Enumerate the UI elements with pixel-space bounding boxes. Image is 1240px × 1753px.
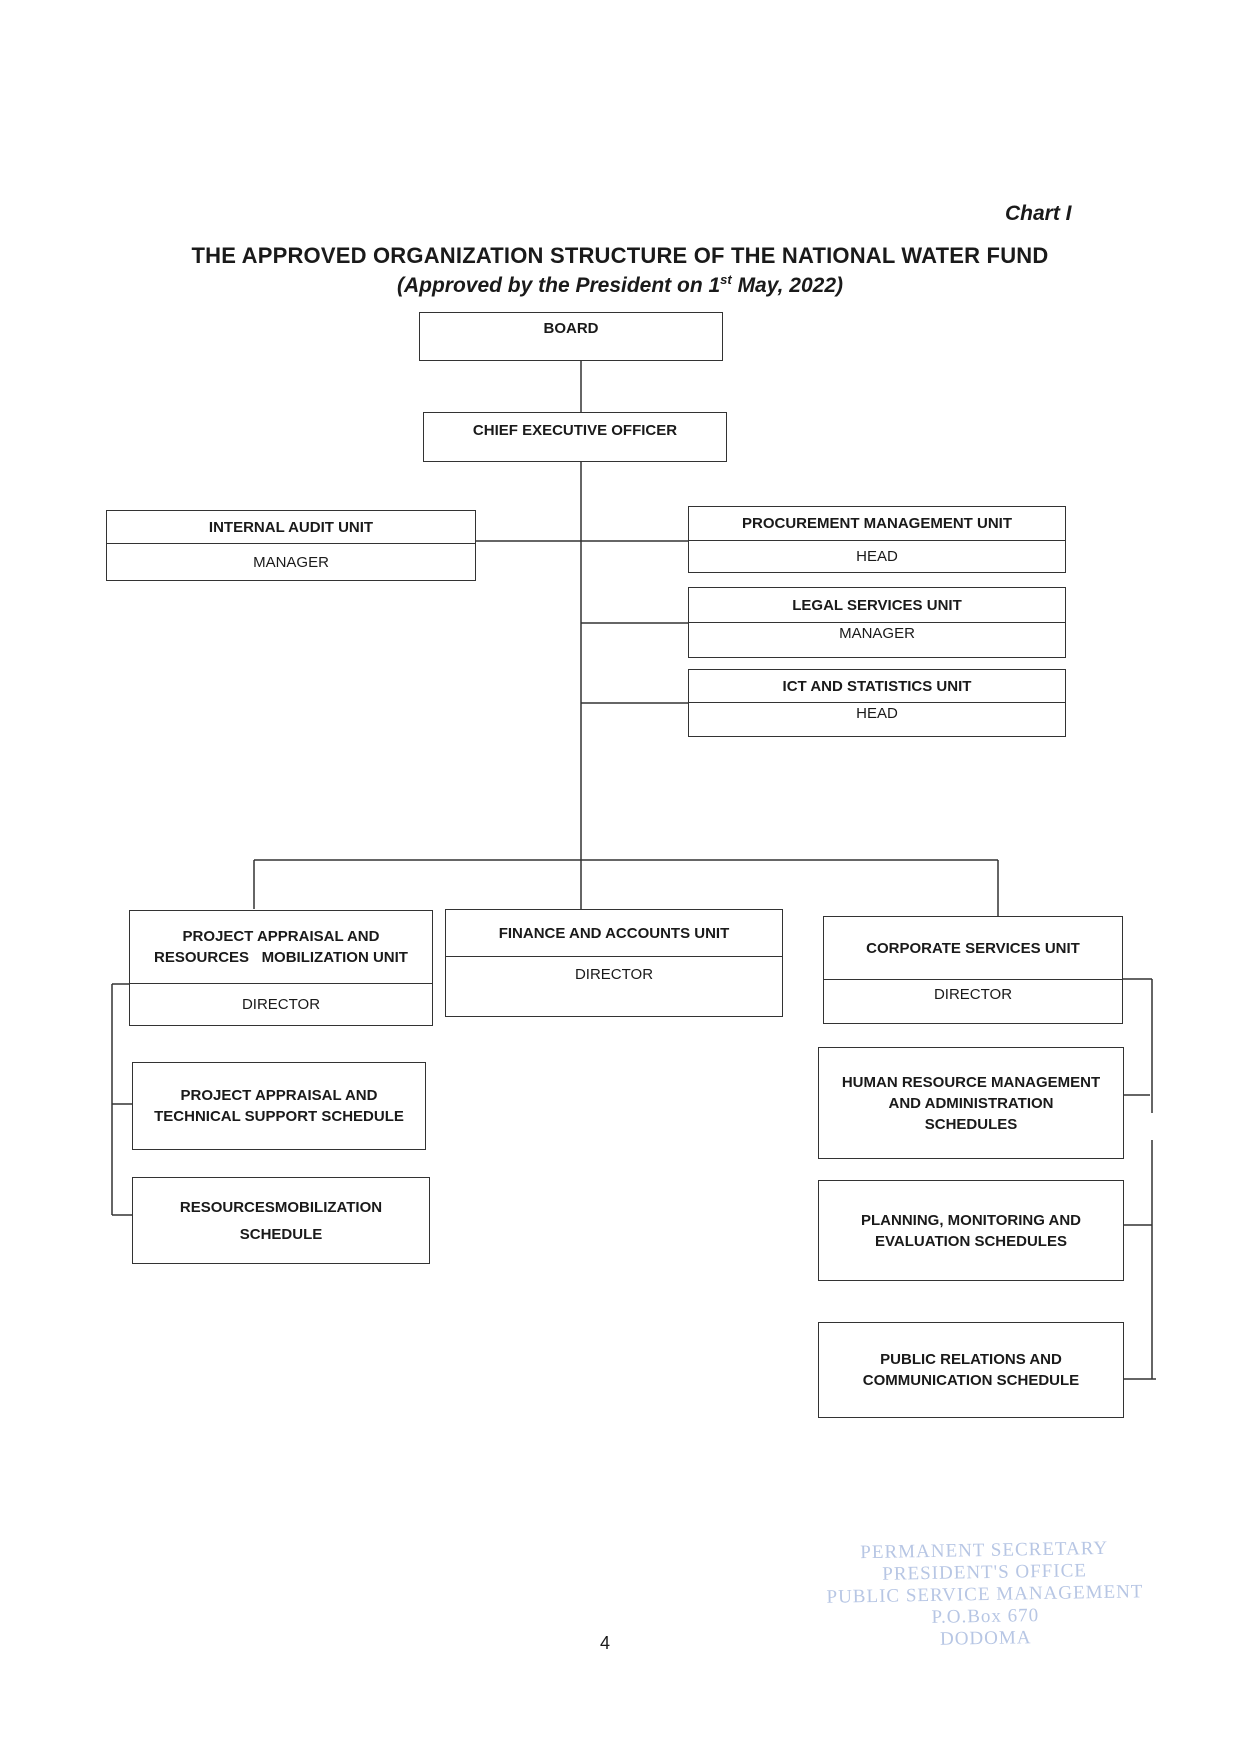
board-label: BOARD — [543, 319, 599, 337]
corporate-box: CORPORATE SERVICES UNIT DIRECTOR — [823, 916, 1123, 1024]
chart-number: Chart I — [1005, 202, 1072, 225]
ceo-label: CHIEF EXECUTIVE OFFICER — [472, 421, 678, 439]
internal-audit-box: INTERNAL AUDIT UNIT MANAGER — [106, 510, 476, 581]
project-appraisal-unit-name-line2: RESOURCES MOBILIZATION UNIT — [154, 949, 408, 966]
page-subtitle: (Approved by the President on 1st May, 2… — [120, 272, 1120, 298]
project-appraisal-unit-name-line1: PROJECT APPRAISAL AND — [182, 928, 380, 945]
legal-box: LEGAL SERVICES UNIT MANAGER — [688, 587, 1066, 658]
hr-admin-line2: AND ADMINISTRATION — [888, 1094, 1054, 1112]
resource-mobilization-schedule-box: RESOURCESMOBILIZATION SCHEDULE — [132, 1177, 430, 1264]
hr-admin-line1: HUMAN RESOURCE MANAGEMENT — [841, 1073, 1101, 1091]
procurement-name: PROCUREMENT MANAGEMENT UNIT — [742, 515, 1012, 532]
subtitle-superscript: st — [720, 272, 732, 287]
official-stamp: PERMANENT SECRETARY PRESIDENT'S OFFICE P… — [814, 1537, 1156, 1653]
ict-role: HEAD — [689, 702, 1065, 736]
corporate-role: DIRECTOR — [824, 979, 1122, 1023]
public-relations-line2: COMMUNICATION SCHEDULE — [862, 1372, 1080, 1389]
resource-mob-line1: RESOURCESMOBILIZATION — [179, 1198, 383, 1216]
legal-name: LEGAL SERVICES UNIT — [792, 596, 962, 614]
ict-box: ICT AND STATISTICS UNIT HEAD — [688, 669, 1066, 737]
planning-line1: PLANNING, MONITORING AND — [861, 1211, 1081, 1229]
pa-technical-schedule-box: PROJECT APPRAISAL AND TECHNICAL SUPPORT … — [132, 1062, 426, 1150]
hr-admin-line3: SCHEDULES — [924, 1115, 1018, 1133]
public-relations-line1: PUBLIC RELATIONS AND — [880, 1351, 1062, 1368]
resource-mob-line2: SCHEDULE — [239, 1225, 323, 1243]
pa-technical-line1: PROJECT APPRAISAL AND — [180, 1087, 378, 1104]
finance-box: FINANCE AND ACCOUNTS UNIT DIRECTOR — [445, 909, 783, 1017]
ceo-box: CHIEF EXECUTIVE OFFICER — [423, 412, 727, 462]
finance-role: DIRECTOR — [446, 956, 782, 1016]
project-appraisal-unit-name: PROJECT APPRAISAL AND RESOURCES MOBILIZA… — [130, 911, 432, 983]
planning-line2: EVALUATION SCHEDULES — [875, 1232, 1067, 1250]
page-title: THE APPROVED ORGANIZATION STRUCTURE OF T… — [191, 243, 1049, 268]
project-appraisal-unit-box: PROJECT APPRAISAL AND RESOURCES MOBILIZA… — [129, 910, 433, 1026]
procurement-box: PROCUREMENT MANAGEMENT UNIT HEAD — [688, 506, 1066, 573]
procurement-role: HEAD — [689, 540, 1065, 572]
internal-audit-role: MANAGER — [107, 543, 475, 580]
internal-audit-name: INTERNAL AUDIT UNIT — [208, 518, 374, 536]
planning-schedule-box: PLANNING, MONITORING AND EVALUATION SCHE… — [818, 1180, 1124, 1281]
public-relations-schedule-box: PUBLIC RELATIONS AND COMMUNICATION SCHED… — [818, 1322, 1124, 1418]
pa-technical-line2: TECHNICAL SUPPORT SCHEDULE — [154, 1108, 404, 1125]
page-number: 4 — [600, 1633, 611, 1653]
subtitle-suffix: May, 2022) — [731, 274, 844, 297]
corporate-name: CORPORATE SERVICES UNIT — [866, 939, 1080, 957]
project-appraisal-unit-role: DIRECTOR — [130, 983, 432, 1025]
board-box: BOARD — [419, 312, 723, 361]
ict-name: ICT AND STATISTICS UNIT — [782, 677, 972, 695]
subtitle-prefix: (Approved by the President on 1 — [396, 274, 721, 297]
finance-name: FINANCE AND ACCOUNTS UNIT — [498, 924, 730, 942]
legal-role: MANAGER — [689, 622, 1065, 657]
hr-admin-schedule-box: HUMAN RESOURCE MANAGEMENT AND ADMINISTRA… — [818, 1047, 1124, 1159]
